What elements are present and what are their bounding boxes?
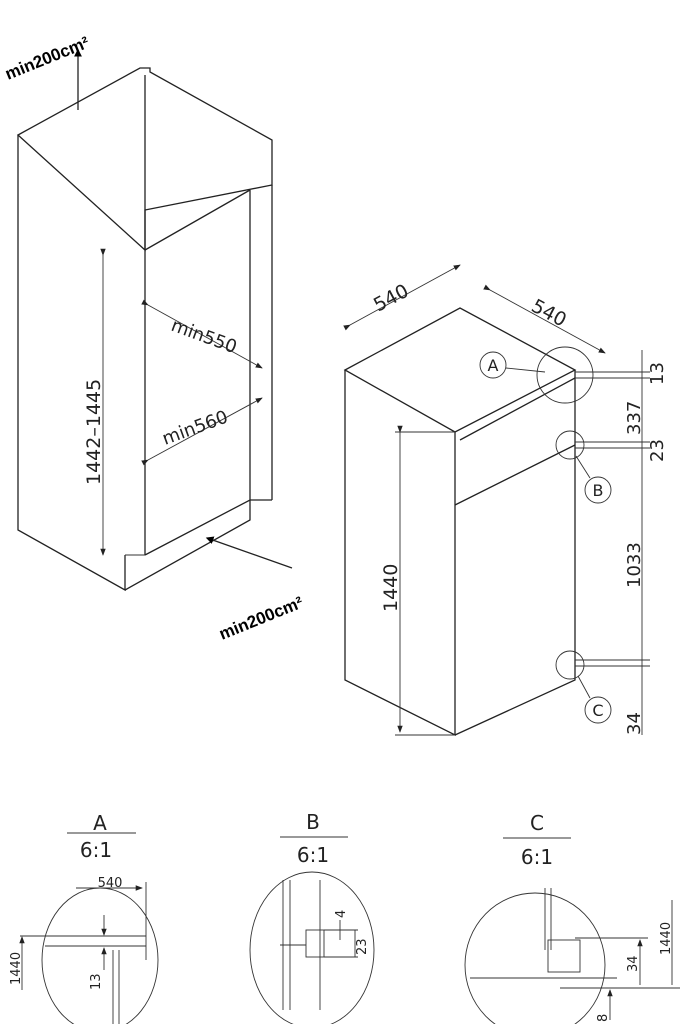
vent-bottom-label: min200cm² <box>216 593 306 644</box>
detail-b-scale: 6:1 <box>297 843 329 867</box>
detail-c-label: C <box>530 811 544 835</box>
detail-a: A 6:1 540 1440 13 <box>9 811 159 1024</box>
detail-b-label: B <box>306 810 320 834</box>
detail-c-dim-8: 8 <box>596 1014 611 1022</box>
detail-a-dim-540: 540 <box>98 876 123 891</box>
detail-a-label: A <box>93 811 107 835</box>
cabinet-drawing: min200cm² min200cm² 1442–1445 min550 min… <box>2 33 306 644</box>
dim-337: 337 <box>624 401 645 435</box>
callout-c: C <box>592 701 603 720</box>
depth-label: 540 <box>528 295 570 331</box>
dim-1033: 1033 <box>624 542 645 588</box>
detail-c-dim-34: 34 <box>626 955 641 972</box>
callout-b: B <box>593 481 604 500</box>
vent-top-label: min200cm² <box>2 33 92 84</box>
niche-height-label: 1442–1445 <box>83 379 105 485</box>
callout-circle-a <box>536 346 594 404</box>
dim-34: 34 <box>624 712 645 735</box>
dim-23: 23 <box>647 439 668 462</box>
detail-b-dim-23: 23 <box>355 938 370 955</box>
detail-a-dim-13: 13 <box>89 973 104 990</box>
height-label: 1440 <box>380 564 402 612</box>
callout-circle-c <box>555 650 585 680</box>
detail-b-dim-4: 4 <box>334 910 349 918</box>
detail-a-scale: 6:1 <box>80 838 112 862</box>
detail-b: B 6:1 4 23 <box>249 810 375 1024</box>
min-width-label: min560 <box>160 407 231 450</box>
width-label: 540 <box>370 280 412 316</box>
detail-c-dim-1440: 1440 <box>659 922 674 955</box>
detail-c-scale: 6:1 <box>521 845 553 869</box>
min-depth-label: min550 <box>168 315 239 358</box>
detail-a-dim-1440: 1440 <box>9 952 24 985</box>
callout-a: A <box>488 356 499 375</box>
appliance-drawing: 540 540 1440 A B C 13 337 23 1033 34 <box>343 264 668 737</box>
detail-c: C 6:1 1440 34 8 <box>464 811 680 1024</box>
dim-13: 13 <box>647 362 668 385</box>
callout-circle-b <box>555 430 585 460</box>
